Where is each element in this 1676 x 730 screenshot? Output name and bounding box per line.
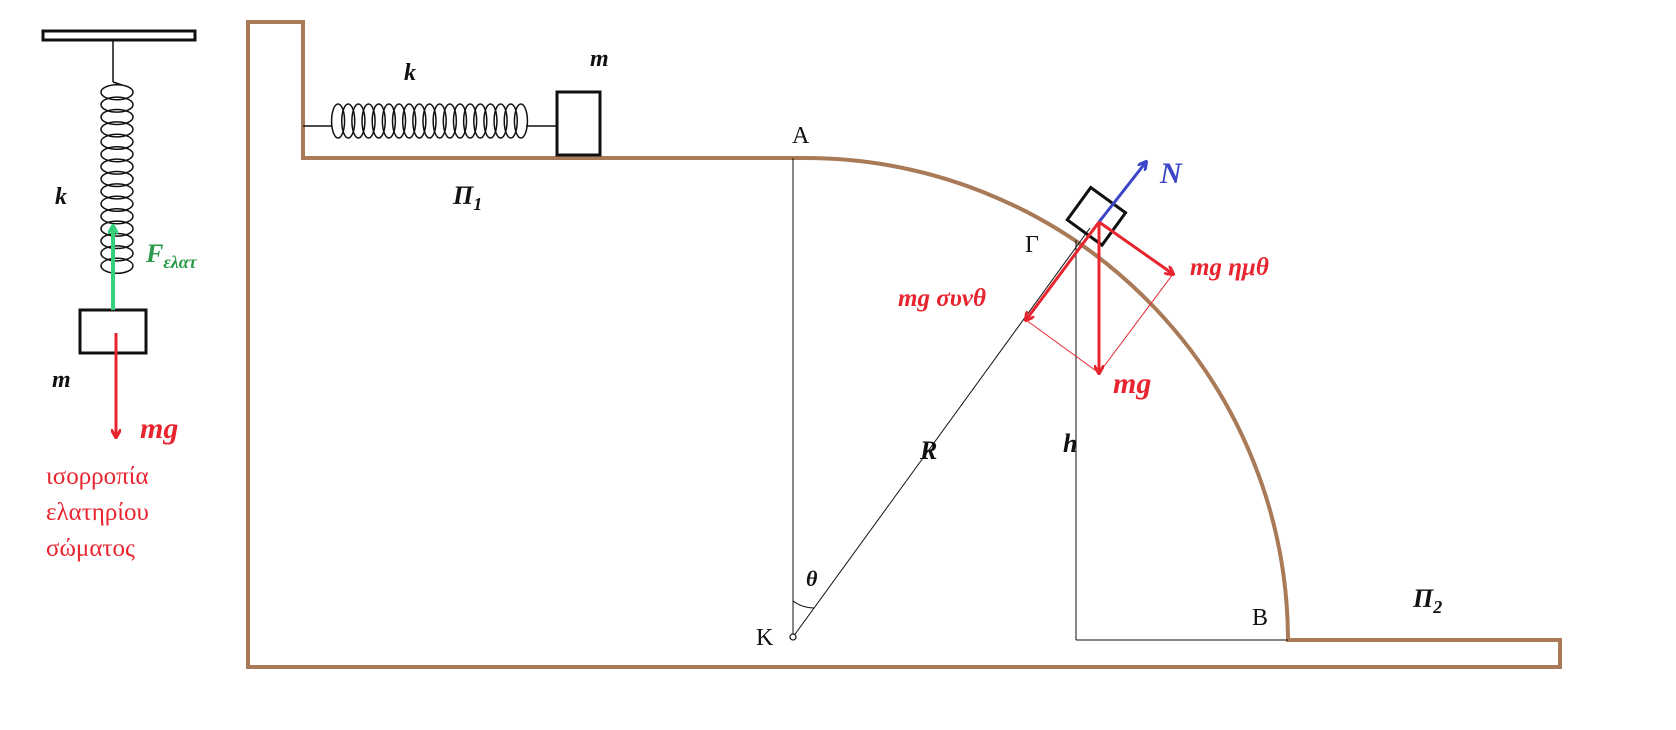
spring-coil-loop (100, 83, 134, 101)
weight-label: mg (1113, 367, 1151, 400)
radius-label: R (919, 436, 937, 465)
point-G-label: Γ (1025, 232, 1039, 258)
spring-coil-loop (422, 103, 437, 139)
hanging-spring-system: k Fελατ m mg ισορροπία ελατηρίου σώματος (41, 29, 198, 562)
spring-coil-loop (100, 207, 134, 225)
spring-coil-loop (462, 103, 478, 139)
equilibrium-caption-line-3: σώματος (46, 535, 135, 562)
component-guide-1 (1025, 319, 1100, 374)
point-K-label: Κ (756, 625, 774, 651)
weight-radial-label: mg συνθ (898, 285, 986, 312)
spring-coil-loop (100, 158, 134, 175)
horizontal-spring-system (303, 90, 602, 157)
block-on-curve (1065, 185, 1128, 248)
spring-coil-loop (432, 103, 447, 139)
spring-coil-loop (100, 183, 134, 200)
spring-coil-loop (483, 103, 498, 139)
spring-coil-loop (100, 145, 134, 163)
spring-coil-loop (513, 103, 529, 139)
ceiling-bar (41, 29, 197, 42)
spring-coil-loop (442, 103, 458, 139)
main-spring-constant-label: k (404, 60, 416, 86)
spring-coil-loop (100, 96, 134, 113)
spring-coil-loop (351, 103, 366, 139)
left-mass-label: m (52, 367, 71, 393)
point-A-label: Α (792, 123, 810, 149)
spring-coil-loop (473, 103, 488, 139)
spring-coil-loop (100, 170, 134, 188)
spring-coil-loop (412, 103, 427, 139)
spring-coil-loop (452, 103, 468, 139)
spring-coil-loop (100, 133, 134, 151)
plane-top-label: Π1 (452, 181, 482, 214)
left-weight-label: mg (140, 412, 178, 445)
horizontal-spring-coil (330, 103, 529, 139)
vertical-spring-coil (100, 83, 134, 275)
spring-coil-loop (100, 245, 134, 262)
weight-radial-arrow (1026, 221, 1101, 320)
spring-coil-loop (493, 103, 508, 139)
spring-coil-loop (371, 103, 386, 139)
spring-coil-loop (100, 195, 134, 213)
height-label: h (1063, 429, 1077, 458)
main-mass-label: m (590, 46, 609, 72)
spring-coil-loop (340, 103, 356, 139)
equilibrium-caption-line-2: ελατηρίου (46, 499, 149, 526)
component-guide-2 (1098, 273, 1174, 374)
equilibrium-caption-line-1: ισορροπία (46, 463, 149, 490)
spring-coil-loop (361, 103, 376, 139)
point-B-label: Β (1252, 605, 1268, 631)
spring-coil-loop (100, 108, 134, 126)
spring-coil-loop (100, 257, 134, 275)
spring-coil-loop (391, 103, 407, 139)
angle-label: θ (806, 566, 818, 591)
spring-coil-loop (330, 103, 346, 139)
left-spring-constant-label: k (55, 184, 67, 210)
spring-coil-loop (100, 121, 134, 138)
normal-force-arrow (1097, 162, 1146, 223)
block-on-top-plane (555, 90, 602, 157)
spring-coil-loop (503, 103, 519, 139)
angle-theta-arc (792, 600, 815, 609)
track-outline (246, 20, 1562, 669)
spring-coil-loop (381, 103, 397, 139)
weight-tangential-arrow (1098, 220, 1173, 274)
spring-coil-loop (401, 103, 417, 139)
normal-force-label: N (1159, 157, 1183, 190)
weight-tangential-label: mg ημθ (1190, 254, 1269, 281)
left-spring-force-label: Fελατ (145, 239, 198, 272)
plane-bottom-label: Π2 (1412, 584, 1442, 617)
hanging-block (78, 308, 148, 355)
center-point-K (789, 633, 797, 641)
radius-line-KG (792, 227, 1091, 638)
spring-coil-loop (100, 220, 134, 237)
